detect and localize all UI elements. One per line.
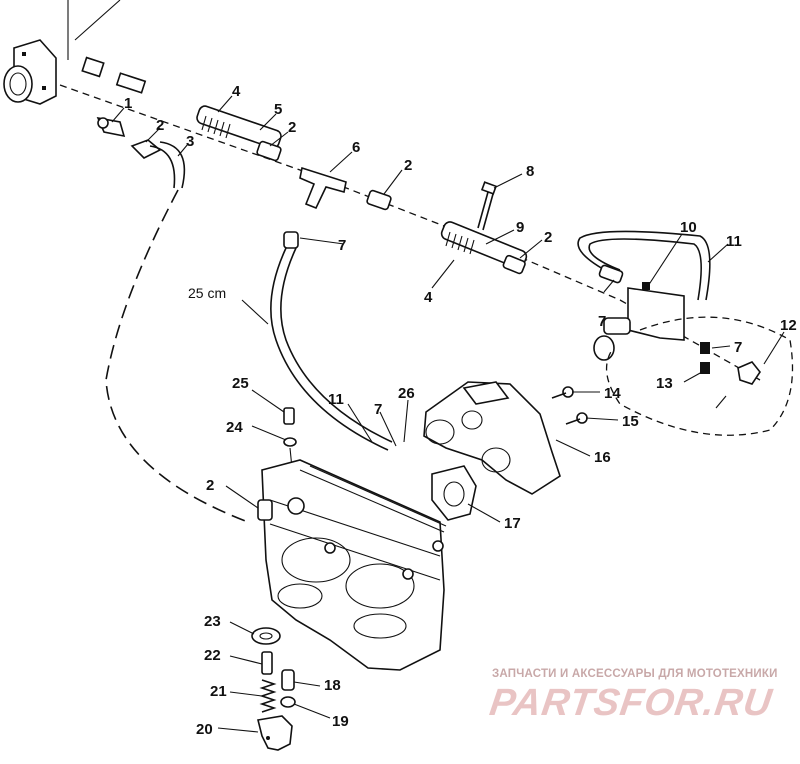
callout-10: 10 xyxy=(680,219,697,236)
callout-11: 11 xyxy=(726,233,742,250)
callout-labels: 1 2 3 4 5 2 6 2 8 9 2 4 7 7 10 11 12 7 1… xyxy=(124,83,797,738)
callout-2: 2 xyxy=(288,119,296,136)
sleeve-parts xyxy=(81,56,147,94)
callout-5: 5 xyxy=(274,101,282,118)
part-1-fitting xyxy=(96,116,126,138)
callout-7: 7 xyxy=(338,237,346,254)
callout-6: 6 xyxy=(352,139,360,156)
callout-26: 26 xyxy=(398,385,415,402)
part-19-oring xyxy=(280,696,296,708)
part-4-5-hose xyxy=(196,105,282,162)
part-16-manifold xyxy=(423,381,561,495)
part-21-spring xyxy=(259,679,277,713)
fitting-housing xyxy=(3,39,57,105)
callout-25: 25 xyxy=(232,375,249,392)
dimension-leader xyxy=(241,299,269,325)
callout-7: 7 xyxy=(598,313,606,330)
callout-1: 1 xyxy=(124,95,132,112)
part-12-cap xyxy=(737,361,761,385)
callout-16: 16 xyxy=(594,449,611,466)
part-8-screw xyxy=(477,181,498,231)
engine-outline-phantom xyxy=(605,316,794,436)
callout-13: 13 xyxy=(656,375,673,392)
part-2-clamp xyxy=(366,189,392,211)
callout-17: 17 xyxy=(504,515,521,532)
callout-20: 20 xyxy=(196,721,213,738)
callout-12: 12 xyxy=(780,317,797,334)
part-24-25-bolt-washer xyxy=(283,407,297,469)
callout-2: 2 xyxy=(156,117,164,134)
part-22-nipple xyxy=(261,651,273,675)
part-17-gasket xyxy=(431,465,477,521)
part-14-15-bolts xyxy=(551,386,588,425)
callout-2: 2 xyxy=(544,229,552,246)
callout-22: 22 xyxy=(204,647,221,664)
part-4-9-hose xyxy=(440,221,528,275)
callout-24: 24 xyxy=(226,419,243,436)
callout-14: 14 xyxy=(604,385,621,402)
callout-9: 9 xyxy=(516,219,524,236)
callout-4: 4 xyxy=(424,289,433,306)
watermark-caption: ЗАПЧАСТИ И АКСЕССУАРЫ ДЛЯ МОТОТЕХНИКИ xyxy=(492,668,778,680)
callout-4: 4 xyxy=(232,83,241,100)
part-2-3-hose xyxy=(130,139,186,189)
callout-15: 15 xyxy=(622,413,639,430)
callout-21: 21 xyxy=(210,683,227,700)
part-10-11-assembly xyxy=(577,230,711,361)
dashed-hose-path xyxy=(105,189,249,523)
part-7-hose-fitting xyxy=(270,231,393,451)
callout-23: 23 xyxy=(204,613,221,630)
dimension-label: 25 cm xyxy=(188,285,226,301)
part-7-13-fittings xyxy=(700,342,710,374)
cylinder-block xyxy=(257,459,447,671)
watermark-logo: PARTSFOR.RU xyxy=(487,682,775,724)
callout-19: 19 xyxy=(332,713,349,730)
part-23-clip xyxy=(251,627,281,645)
callout-2: 2 xyxy=(404,157,412,174)
callout-7: 7 xyxy=(734,339,742,356)
part-20-valve xyxy=(257,715,293,751)
callout-8: 8 xyxy=(526,163,534,180)
part-6-tee xyxy=(299,166,347,210)
callout-2: 2 xyxy=(206,477,214,494)
frame-corner xyxy=(67,0,121,60)
callout-11: 11 xyxy=(328,391,344,408)
leader-lines xyxy=(111,95,785,733)
part-18-fitting xyxy=(281,669,295,691)
callout-3: 3 xyxy=(186,133,194,150)
callout-7: 7 xyxy=(374,401,382,418)
callout-18: 18 xyxy=(324,677,341,694)
